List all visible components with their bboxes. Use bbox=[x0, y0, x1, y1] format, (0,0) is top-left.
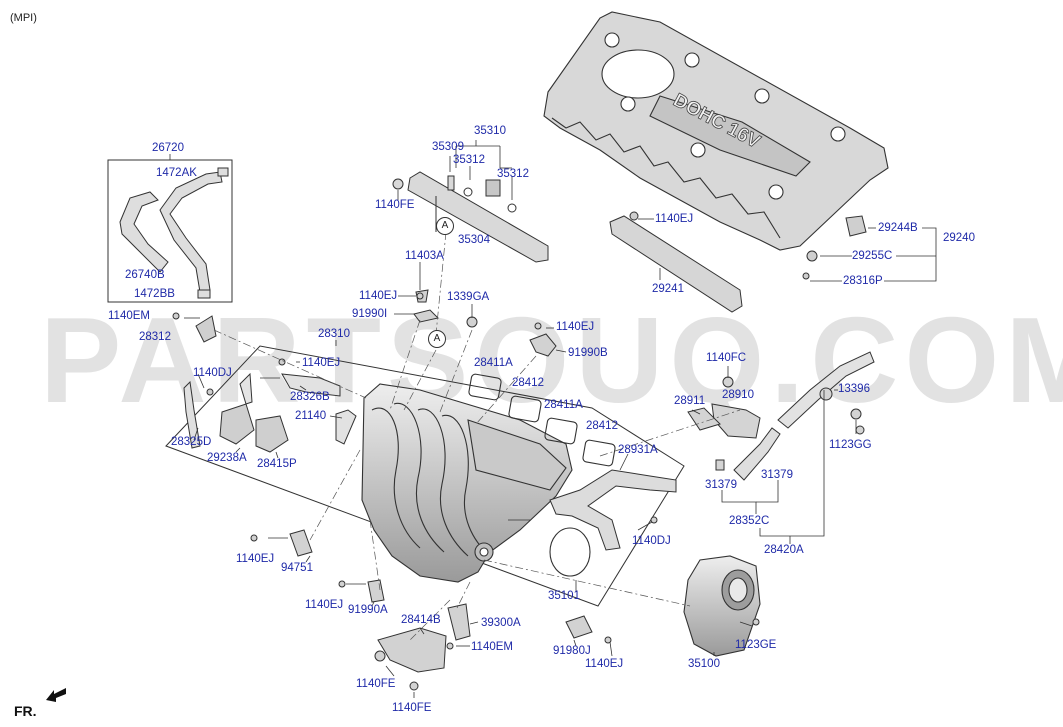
part-1140EJ-stud[interactable]: 1140EJ bbox=[359, 290, 398, 302]
part-94751[interactable]: 94751 bbox=[281, 562, 313, 574]
part-1140EJ-line[interactable]: 1140EJ bbox=[302, 357, 341, 369]
engine-cover bbox=[543, 11, 889, 251]
part-28411A-b[interactable]: 28411A bbox=[544, 399, 583, 411]
part-35312-a[interactable]: 35312 bbox=[453, 154, 485, 166]
part-1140EJ-cover[interactable]: 1140EJ bbox=[655, 213, 694, 225]
part-28910[interactable]: 28910 bbox=[722, 389, 754, 401]
part-28411A-a[interactable]: 28411A bbox=[474, 357, 513, 369]
part-39300A[interactable]: 39300A bbox=[481, 617, 521, 629]
part-11403A[interactable]: 11403A bbox=[405, 250, 444, 262]
part-35101[interactable]: 35101 bbox=[548, 590, 580, 602]
part-21140[interactable]: 21140 bbox=[295, 410, 327, 422]
part-28420A[interactable]: 28420A bbox=[764, 544, 804, 556]
hoses bbox=[119, 167, 229, 299]
part-1140FC[interactable]: 1140FC bbox=[706, 352, 747, 364]
part-1140FE-bottom[interactable]: 1140FE bbox=[392, 702, 432, 714]
part-1140FE-rail[interactable]: 1140FE bbox=[375, 199, 415, 211]
part-28325D[interactable]: 28325D bbox=[171, 436, 212, 448]
front-direction-label: FR. bbox=[14, 703, 37, 719]
part-28414B[interactable]: 28414B bbox=[401, 614, 441, 626]
right-components bbox=[687, 351, 875, 481]
fuel-rail bbox=[392, 171, 549, 263]
gaskets bbox=[468, 373, 616, 577]
intake-manifold-box bbox=[165, 345, 685, 607]
part-26740B[interactable]: 26740B bbox=[125, 269, 165, 281]
callout-a-bottom: A bbox=[428, 330, 446, 348]
part-29241[interactable]: 29241 bbox=[652, 283, 684, 295]
coolant-pipe bbox=[549, 469, 677, 551]
part-29238A[interactable]: 29238A bbox=[207, 452, 247, 464]
part-28312[interactable]: 28312 bbox=[139, 331, 171, 343]
brackets bbox=[250, 289, 760, 691]
part-28412-b[interactable]: 28412 bbox=[586, 420, 618, 432]
part-28911[interactable]: 28911 bbox=[674, 395, 706, 407]
part-1140EM-sensor[interactable]: 1140EM bbox=[108, 310, 150, 322]
part-29240[interactable]: 29240 bbox=[943, 232, 975, 244]
part-91990B[interactable]: 91990B bbox=[568, 347, 608, 359]
part-1140EJ-bracket[interactable]: 1140EJ bbox=[556, 321, 595, 333]
part-28326B[interactable]: 28326B bbox=[290, 391, 330, 403]
part-28412-a[interactable]: 28412 bbox=[512, 377, 544, 389]
part-31379-b[interactable]: 31379 bbox=[705, 479, 737, 491]
front-arrow-icon bbox=[46, 688, 66, 702]
part-1123GE[interactable]: 1123GE bbox=[735, 639, 777, 651]
part-1472BB[interactable]: 1472BB bbox=[134, 288, 175, 300]
part-1140EJ-lower[interactable]: 1140EJ bbox=[236, 553, 275, 565]
fuel-rail-cover bbox=[609, 215, 743, 313]
callout-a-top: A bbox=[436, 217, 454, 235]
part-28310[interactable]: 28310 bbox=[318, 328, 350, 340]
throttle-body bbox=[683, 555, 761, 657]
part-28931A[interactable]: 28931A bbox=[618, 444, 658, 456]
part-29244B[interactable]: 29244B bbox=[878, 222, 918, 234]
part-35312-b[interactable]: 35312 bbox=[497, 168, 529, 180]
part-91980J[interactable]: 91980J bbox=[553, 645, 591, 657]
part-1140EJ-bottom[interactable]: 1140EJ bbox=[305, 599, 344, 611]
part-26720[interactable]: 26720 bbox=[152, 142, 184, 154]
part-29255C[interactable]: 29255C bbox=[852, 250, 893, 262]
cover-leaders bbox=[638, 218, 937, 282]
part-91990A[interactable]: 91990A bbox=[348, 604, 388, 616]
part-1123GG[interactable]: 1123GG bbox=[829, 439, 872, 451]
part-1339GA[interactable]: 1339GA bbox=[447, 291, 490, 303]
part-35304[interactable]: 35304 bbox=[458, 234, 490, 246]
part-1140EM-lower[interactable]: 1140EM bbox=[471, 641, 513, 653]
part-35309[interactable]: 35309 bbox=[432, 141, 464, 153]
part-31379-a[interactable]: 31379 bbox=[761, 469, 793, 481]
variant-label: (MPI) bbox=[10, 12, 37, 24]
part-35310[interactable]: 35310 bbox=[474, 125, 506, 137]
left-components bbox=[172, 312, 357, 453]
part-35100[interactable]: 35100 bbox=[688, 658, 720, 670]
cover-fasteners bbox=[629, 211, 867, 280]
part-28352C[interactable]: 28352C bbox=[729, 515, 770, 527]
part-1140DJ-left[interactable]: 1140DJ bbox=[193, 367, 232, 379]
leader-lines bbox=[184, 262, 857, 698]
part-28415P[interactable]: 28415P bbox=[257, 458, 297, 470]
intake-manifold bbox=[361, 383, 573, 583]
part-13396[interactable]: 13396 bbox=[838, 383, 870, 395]
part-1140DJ-right[interactable]: 1140DJ bbox=[632, 535, 671, 547]
guide-lines bbox=[213, 231, 741, 641]
part-1140EJ-throttle[interactable]: 1140EJ bbox=[585, 658, 624, 670]
part-1472AK[interactable]: 1472AK bbox=[156, 167, 197, 179]
part-28316P[interactable]: 28316P bbox=[843, 275, 883, 287]
part-91990I[interactable]: 91990I bbox=[352, 308, 388, 320]
part-1140FE-bracket[interactable]: 1140FE bbox=[356, 678, 396, 690]
